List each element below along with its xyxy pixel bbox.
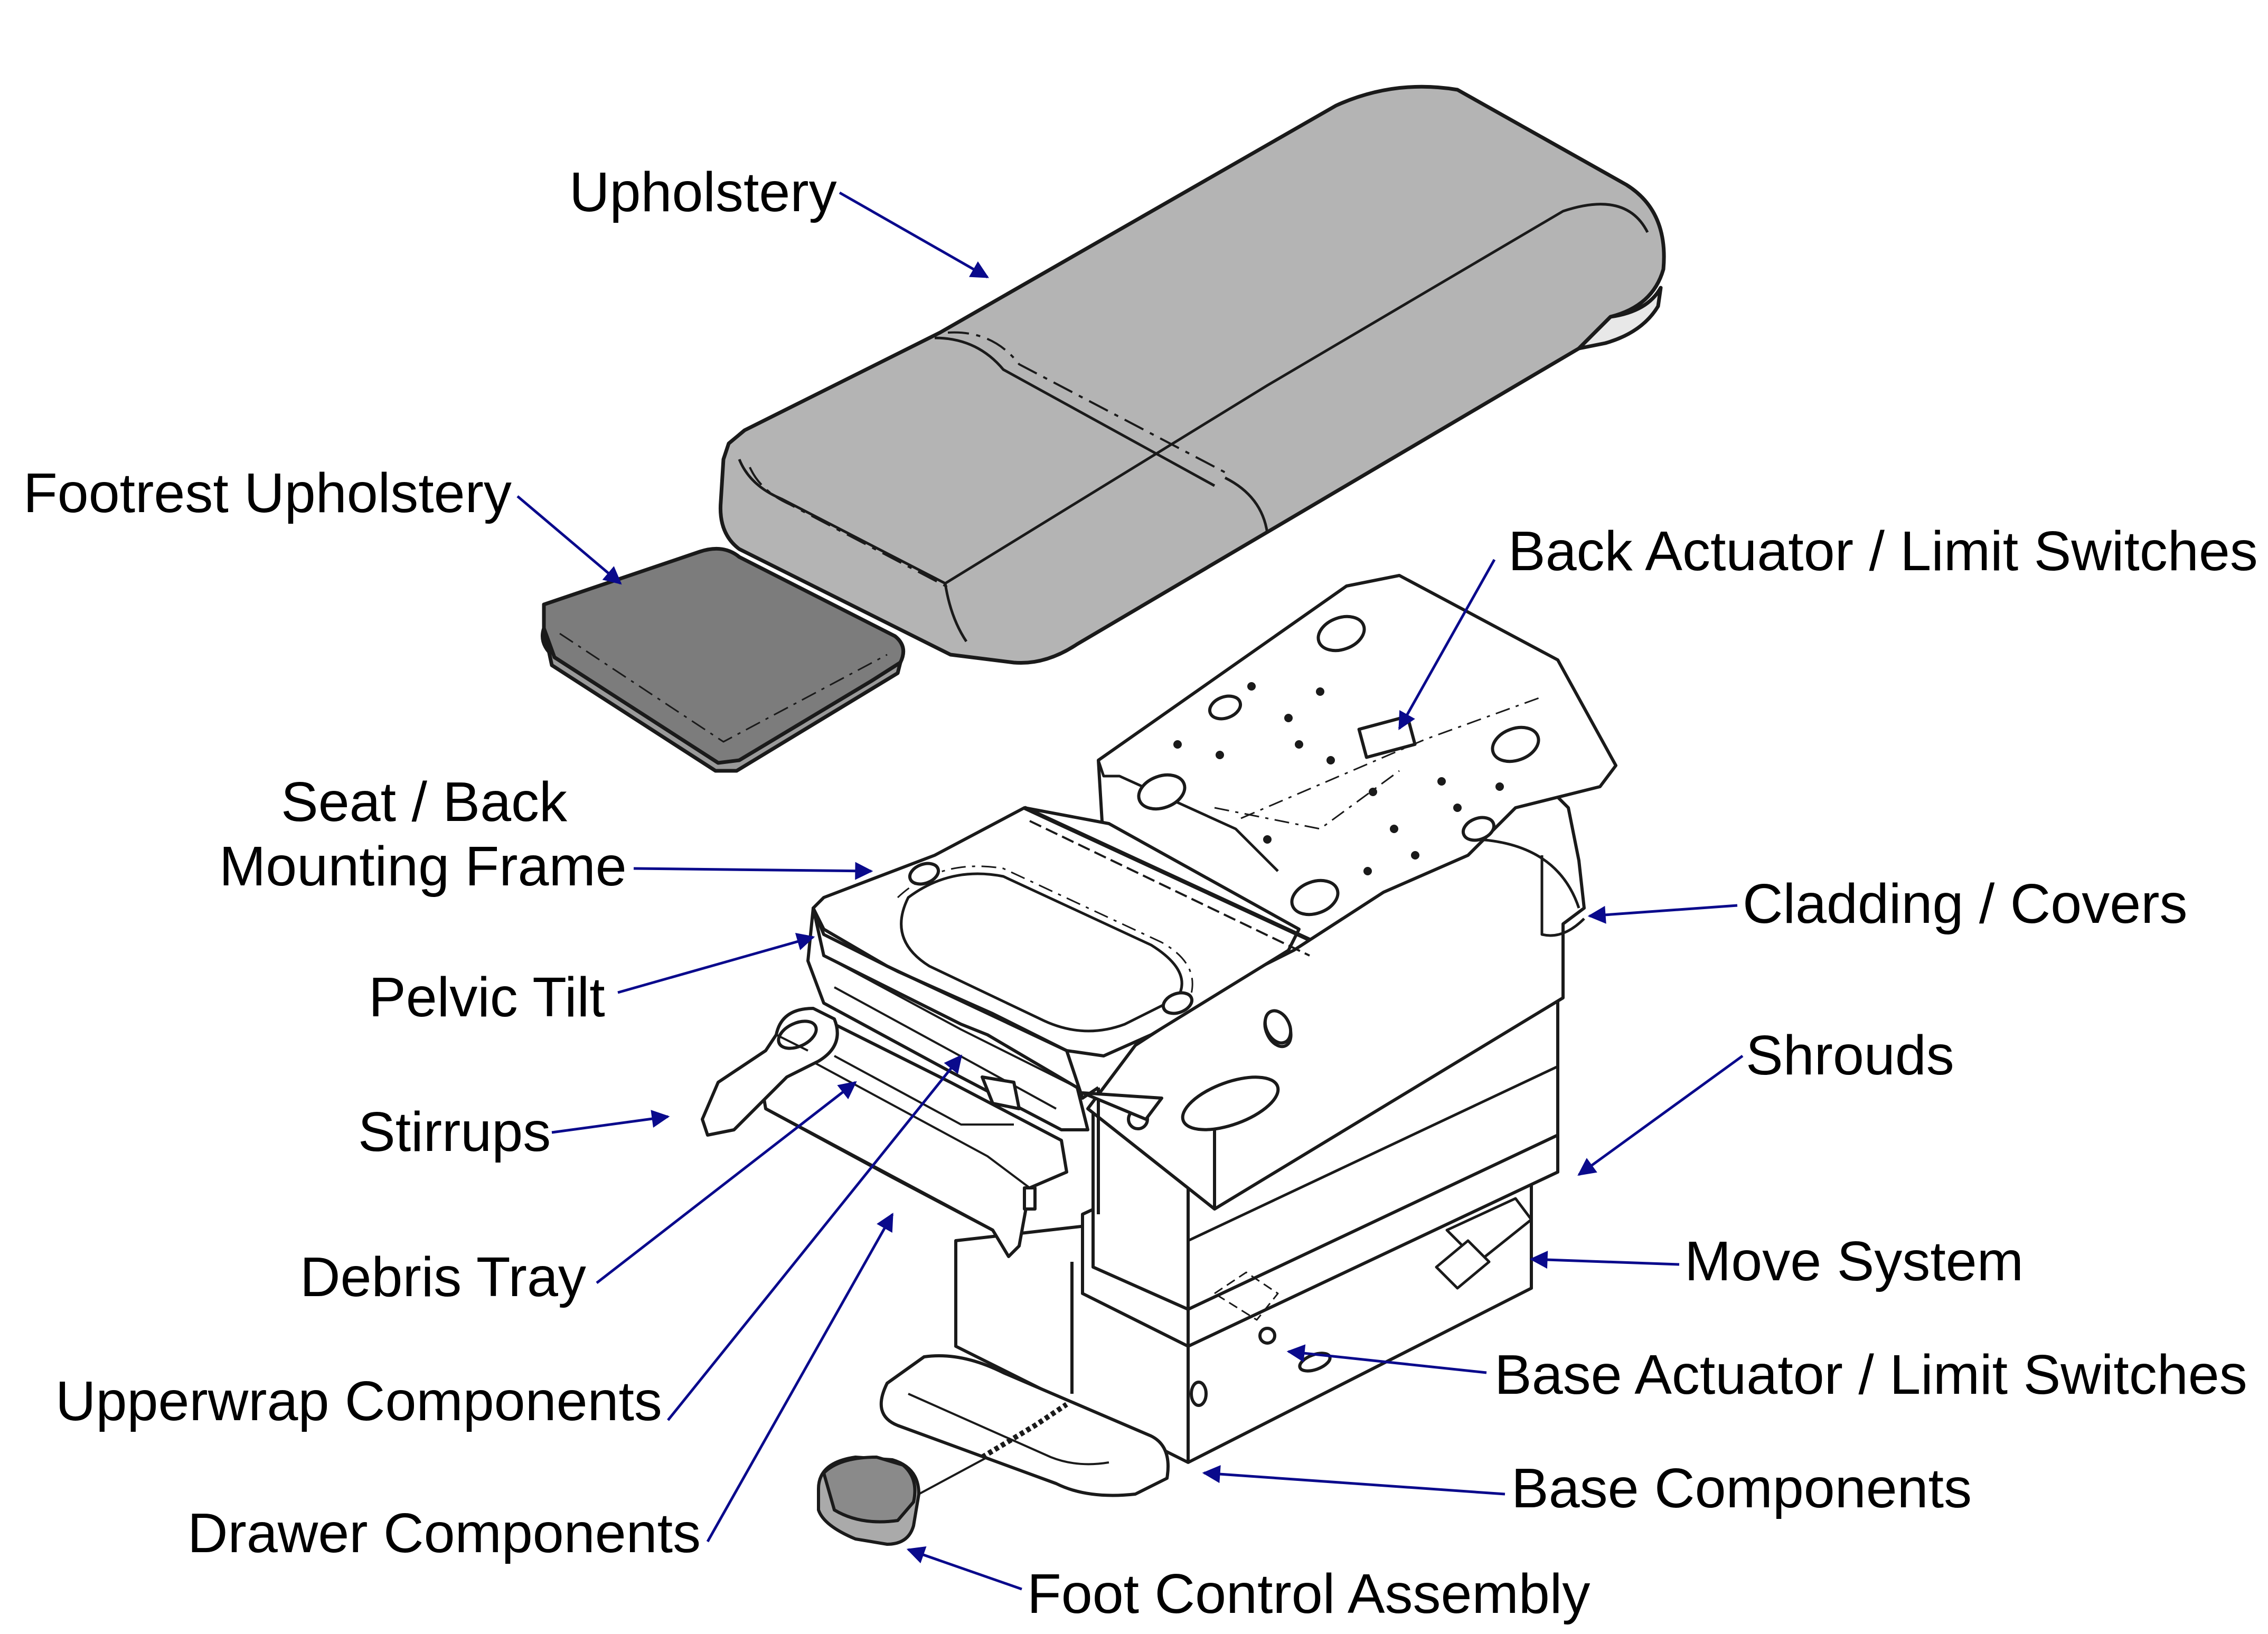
label-base-actuator: Base Actuator / Limit Switches <box>1494 1344 2247 1406</box>
leader-base-actuator <box>1286 1344 1487 1374</box>
leader-lines <box>516 191 1744 1591</box>
label-upholstery: Upholstery <box>569 161 837 223</box>
label-seat-back-line1: Seat / Back <box>281 771 568 833</box>
label-stirrups: Stirrups <box>358 1101 551 1163</box>
stirrup-part <box>701 1007 839 1137</box>
label-drawer: Drawer Components <box>187 1502 701 1564</box>
label-cladding: Cladding / Covers <box>1743 873 2188 935</box>
upholstery-part <box>718 84 1666 665</box>
label-shrouds: Shrouds <box>1746 1024 1954 1087</box>
leader-stirrups <box>551 1110 670 1134</box>
label-move-system: Move System <box>1684 1230 2024 1292</box>
leader-upholstery <box>839 191 989 279</box>
leader-move-system <box>1529 1251 1680 1269</box>
label-foot-control: Foot Control Assembly <box>1027 1563 1590 1625</box>
footrest-upholstery-part <box>541 546 906 773</box>
label-debris-tray: Debris Tray <box>300 1246 586 1308</box>
leader-footrest-upholstery <box>516 495 622 585</box>
leader-base-components <box>1202 1465 1505 1496</box>
foot-control-part <box>817 1402 1068 1546</box>
leader-drawer <box>706 1213 894 1543</box>
leader-back-actuator <box>1398 559 1496 730</box>
leader-seat-back <box>633 862 873 880</box>
label-upperwrap: Upperwrap Components <box>55 1370 662 1432</box>
leader-upperwrap <box>667 1054 963 1421</box>
leader-shrouds <box>1577 1054 1744 1176</box>
label-base-components: Base Components <box>1511 1457 1972 1519</box>
label-back-actuator: Back Actuator / Limit Switches <box>1508 520 2258 582</box>
leader-debris-tray <box>596 1081 857 1284</box>
label-pelvic-tilt: Pelvic Tilt <box>369 966 605 1028</box>
leader-pelvic-tilt <box>617 932 815 994</box>
seat-frame-part <box>806 806 1311 1131</box>
labels: Upholstery Footrest Upholstery Back Actu… <box>23 161 2258 1625</box>
label-footrest-upholstery: Footrest Upholstery <box>23 462 512 524</box>
leader-foot-control <box>906 1546 1022 1591</box>
label-seat-back-line2: Mounting Frame <box>219 835 627 898</box>
leader-cladding <box>1587 904 1738 924</box>
